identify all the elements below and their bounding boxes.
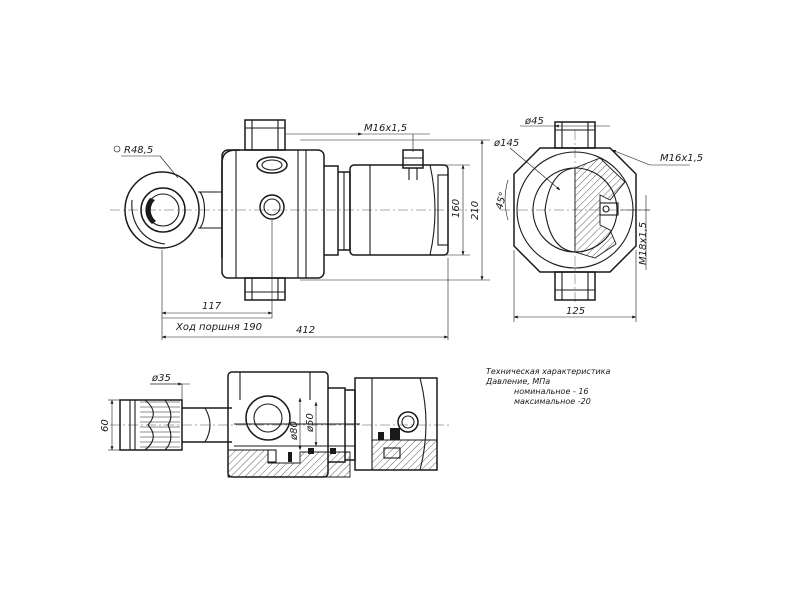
dim-d50: ø50: [305, 413, 316, 433]
section-dimensions: ø35 60 ø80 ø50: [100, 373, 318, 451]
technical-notes: Техническая характеристика Давление, МПа…: [485, 367, 611, 406]
note-pressure: Давление, МПа: [485, 377, 550, 386]
dim-thread-top: M16x1,5: [364, 123, 407, 134]
dim-d35: ø35: [151, 373, 171, 384]
dim-d45: ø45: [524, 116, 544, 127]
dim-thread-side: M16x1,5: [660, 153, 703, 164]
note-maximum: максимальное -20: [514, 397, 591, 406]
dim-m18: M18x1,5: [638, 222, 649, 265]
dim-125: 125: [566, 306, 585, 317]
dim-d80: ø80: [289, 421, 300, 441]
cylinder-head: [221, 119, 351, 301]
dim-h60: 60: [100, 419, 111, 432]
dim-d145: ø145: [493, 138, 519, 149]
note-title: Техническая характеристика: [486, 367, 611, 376]
dim-angle: 45°: [494, 191, 509, 211]
front-view: R48,5 M16x1,5 160 210 117: [110, 119, 490, 340]
dim-117: 117: [202, 301, 222, 312]
section-view: ø35 60 ø80 ø50: [100, 371, 450, 478]
front-dimensions: R48,5 M16x1,5 160 210 117: [113, 123, 490, 340]
dim-160: 160: [451, 199, 462, 218]
dim-210: 210: [470, 201, 481, 220]
eye-mount: [124, 171, 222, 249]
cylinder-tube: [349, 149, 449, 256]
note-nominal: номинальное - 16: [514, 387, 589, 396]
dim-stroke: Ход поршня 190: [175, 322, 262, 333]
side-view: ø45 ø145 M16x1,5 45° M18x1,5 125: [493, 116, 703, 322]
splined-end: [119, 399, 232, 451]
section-tube: [328, 377, 438, 471]
dim-412: 412: [296, 325, 315, 336]
dim-r-eye: R48,5: [124, 145, 153, 156]
section-housing: [227, 371, 360, 478]
